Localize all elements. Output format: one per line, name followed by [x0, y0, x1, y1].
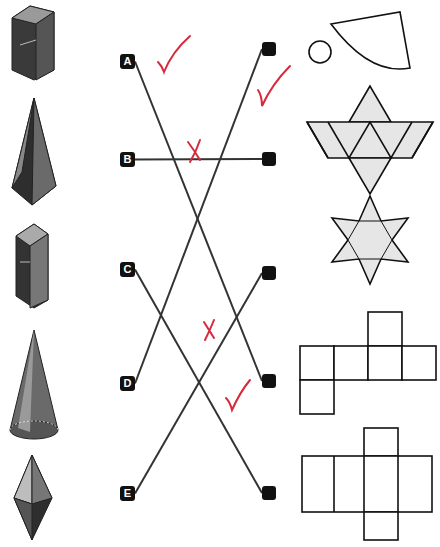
cone-net — [309, 12, 410, 69]
check-mark — [258, 66, 290, 106]
answer-dot — [262, 486, 276, 500]
cone-solid — [10, 330, 58, 439]
letter-box: E — [120, 486, 135, 501]
prism-net — [302, 428, 432, 540]
octahedron-solid — [14, 455, 52, 540]
answer-dot — [262, 374, 276, 388]
matching-line — [135, 49, 262, 384]
check-mark — [226, 380, 250, 410]
matching-line — [135, 270, 262, 494]
triangle-net — [307, 86, 433, 194]
check-mark — [158, 36, 190, 72]
cube-net — [300, 312, 436, 414]
option-letter: B — [124, 154, 132, 165]
letter-box: A — [120, 54, 135, 69]
answer-dot — [262, 42, 276, 56]
pyramid-solid — [12, 98, 56, 205]
option-letter: C — [124, 264, 132, 275]
letter-box: C — [120, 262, 135, 277]
matching-line — [135, 273, 262, 494]
cross-mark — [204, 320, 214, 340]
triangular-prism-solid — [16, 224, 48, 308]
letter-box: D — [120, 376, 135, 391]
option-letter: D — [124, 378, 132, 389]
option-letter: A — [124, 56, 132, 67]
answer-dot — [262, 152, 276, 166]
option-letter: E — [124, 488, 131, 499]
prism-solid — [12, 6, 54, 80]
letter-box: B — [120, 152, 135, 167]
answer-dot — [262, 266, 276, 280]
cross-mark — [188, 140, 200, 162]
star-net — [332, 196, 408, 284]
